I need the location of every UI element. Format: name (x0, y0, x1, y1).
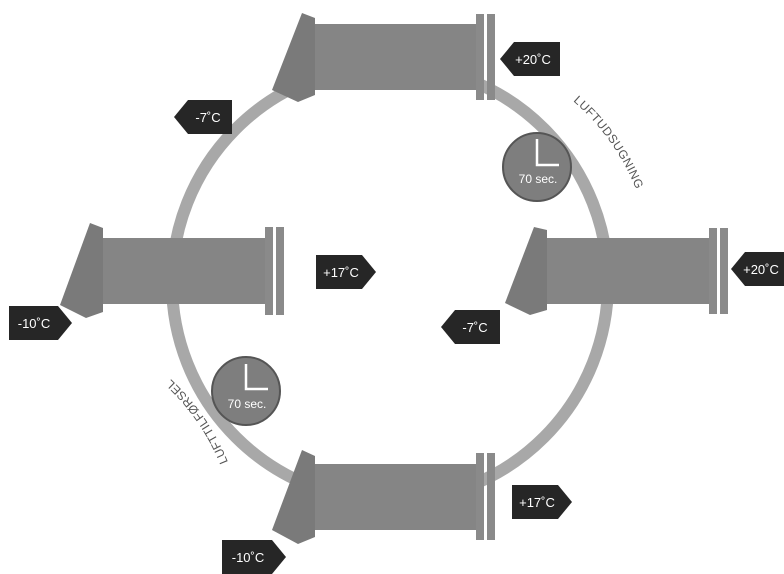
unit-top-flange-2 (487, 14, 495, 100)
arrow-top-in-label: +20˚C (515, 52, 551, 67)
arrow-top-out: -7˚C (174, 100, 232, 134)
unit-bottom-cone (272, 450, 315, 544)
arrow-left-in-label: -10˚C (18, 316, 51, 331)
unit-left-cone (60, 223, 103, 318)
arrow-bottom-out: +17˚C (512, 485, 572, 519)
unit-right-flange-2 (720, 228, 728, 314)
unit-right-cone (505, 227, 547, 315)
timer-upper-label: 70 sec. (519, 172, 558, 186)
unit-left (60, 223, 284, 318)
arrow-right-in-label: +20˚C (743, 262, 779, 277)
arrow-bottom-in-shape (222, 540, 286, 574)
arrow-left-out-label: +17˚C (323, 265, 359, 280)
arrow-bottom-in: -10˚C (222, 540, 286, 574)
clock-upper-hands (535, 139, 559, 167)
arrow-left-in: -10˚C (9, 306, 72, 340)
unit-top (272, 13, 495, 102)
arrow-left-in-shape (9, 306, 72, 340)
arrow-bottom-in-label: -10˚C (232, 550, 265, 565)
unit-top-body (315, 24, 477, 90)
arrow-top-in: +20˚C (500, 42, 560, 76)
unit-left-flange-1 (265, 227, 273, 315)
unit-top-flange-1 (476, 14, 484, 100)
arrow-right-out-shape (441, 310, 500, 344)
timer-upper: 70 sec. (502, 132, 572, 202)
timer-lower: 70 sec. (211, 356, 281, 426)
arrow-left-out: +17˚C (316, 255, 376, 289)
arrow-top-out-shape (174, 100, 232, 134)
clock-upper-icon (502, 132, 572, 202)
arrow-left-out-shape (316, 255, 376, 289)
arrow-right-in: +20˚C (731, 252, 784, 286)
unit-bottom-flange-1 (476, 453, 484, 540)
arrow-bottom-out-label: +17˚C (519, 495, 555, 510)
arrow-bottom-out-shape (512, 485, 572, 519)
unit-top-cone (272, 13, 315, 102)
arrow-top-out-label: -7˚C (195, 110, 220, 125)
clock-lower-hands (244, 364, 268, 391)
unit-right (505, 227, 728, 315)
unit-right-flange-1 (709, 228, 717, 314)
unit-bottom (272, 450, 495, 544)
unit-bottom-body (315, 464, 477, 530)
arrow-right-in-shape (731, 252, 784, 286)
arrow-right-out: -7˚C (441, 310, 500, 344)
timer-lower-label: 70 sec. (228, 397, 267, 411)
unit-right-body (547, 238, 710, 304)
unit-left-flange-2 (276, 227, 284, 315)
unit-left-body (103, 238, 266, 304)
unit-bottom-flange-2 (487, 453, 495, 540)
arrow-right-out-label: -7˚C (462, 320, 487, 335)
arrow-top-in-shape (500, 42, 560, 76)
clock-lower-icon (211, 356, 281, 426)
